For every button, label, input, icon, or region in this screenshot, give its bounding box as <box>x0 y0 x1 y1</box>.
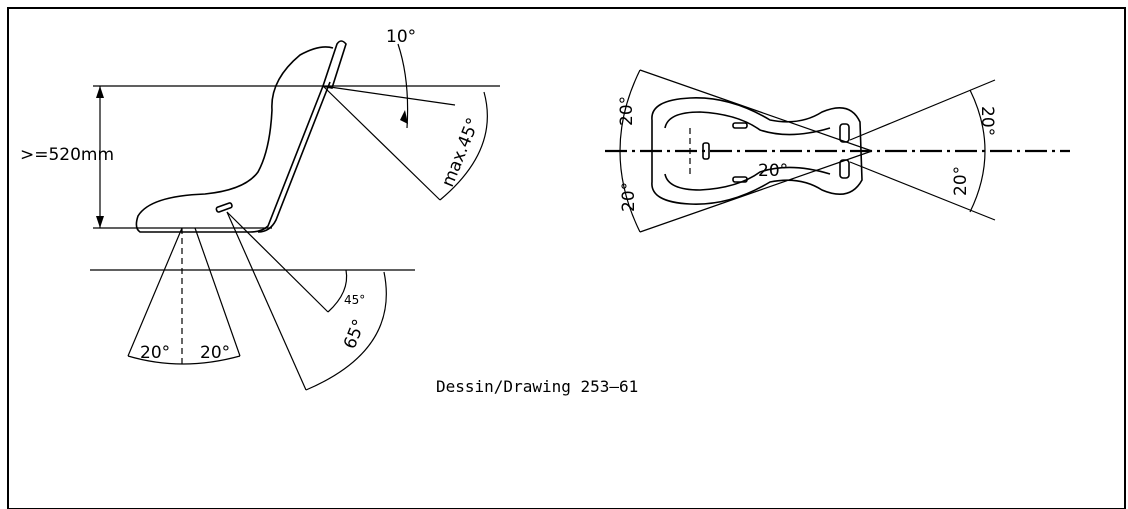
arc-max45 <box>439 91 488 201</box>
belt-line-45deg <box>226 211 329 313</box>
fan-left-upper <box>639 69 873 152</box>
lap-belt-right <box>194 227 241 357</box>
belt-right-label: 20° <box>200 343 230 363</box>
seat-back-inner <box>257 81 331 233</box>
seat-top-outline <box>651 97 863 205</box>
arc-65deg <box>305 271 387 391</box>
side-view <box>90 40 500 391</box>
shoulder-line-45deg <box>322 85 441 201</box>
top-center-label: 20° <box>758 161 788 181</box>
arrow-down-icon <box>96 216 104 228</box>
drawing-caption: Dessin/Drawing 253–61 <box>436 377 638 396</box>
headrest-tab <box>321 40 347 89</box>
lap-belt-left <box>127 227 183 357</box>
belt-45-label: 45° <box>344 293 365 307</box>
top-upper-label: 20° <box>617 96 637 126</box>
seat-top-inner <box>664 111 831 191</box>
top-right-lower-label: 20° <box>951 166 971 196</box>
belt-line-65deg <box>226 211 307 391</box>
border <box>7 7 1126 509</box>
shoulder-line-10deg <box>322 85 456 106</box>
slot-small-upper <box>732 122 748 129</box>
height-label: >=520mm <box>20 145 114 165</box>
arc-left-fan <box>619 69 641 233</box>
belt-left-label: 20° <box>140 343 170 363</box>
fan-left-lower <box>639 150 873 233</box>
arc-45deg <box>327 269 348 313</box>
top-view <box>605 69 1070 233</box>
slot-small-lower <box>732 176 748 183</box>
arc-arrow-icon <box>400 110 408 124</box>
arrow-up-icon <box>96 86 104 98</box>
arc-10deg <box>397 43 409 129</box>
slot-center <box>702 142 710 160</box>
fan-right-upper <box>849 79 996 141</box>
back-tilt-label: 10° <box>386 27 416 47</box>
arc-right-fan <box>969 89 986 213</box>
top-right-upper-label: 20° <box>977 106 997 136</box>
top-lower-label: 20° <box>619 182 639 212</box>
arc-lap-belt <box>127 355 241 365</box>
belt-slot <box>215 202 233 213</box>
seat-shell-outline <box>135 46 334 233</box>
